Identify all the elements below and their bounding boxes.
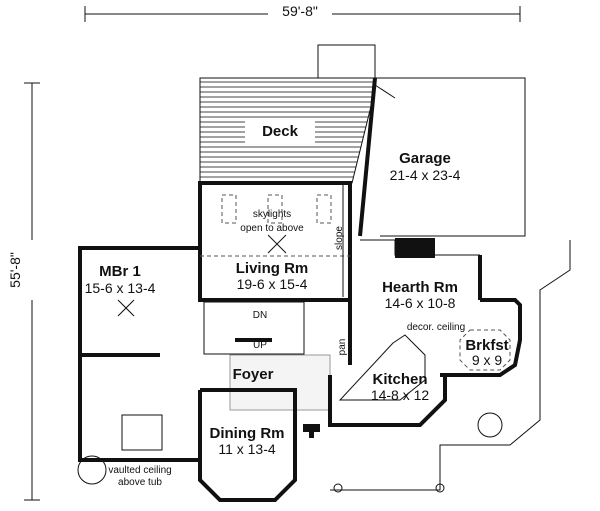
kitchen-island xyxy=(338,334,426,401)
kitchen-label: Kitchen xyxy=(372,371,427,388)
porch-post xyxy=(333,483,343,493)
dining-room: Dining Rm 11 x 13-4 xyxy=(198,388,297,502)
hearth-size: 14-6 x 10-8 xyxy=(385,295,456,311)
master-size: 15-6 x 13-4 xyxy=(85,280,156,296)
living-label: Living Rm xyxy=(236,260,309,277)
vaulted-note-1: vaulted ceiling xyxy=(108,465,171,476)
skylights-note: skylights xyxy=(253,209,291,220)
depth-dimension: 55'-8" xyxy=(7,82,40,501)
garage: Garage 21-4 x 23-4 xyxy=(317,44,526,237)
vaulted-note-2: above tub xyxy=(118,477,162,488)
depth-label: 55'-8" xyxy=(7,252,23,288)
hearth-room: Hearth Rm 14-6 x 10-8 xyxy=(360,238,482,311)
tub xyxy=(121,414,163,451)
living-room: skylights open to above slope Living Rm … xyxy=(198,181,352,302)
kitchen-size: 14-8 x 12 xyxy=(371,387,430,403)
garage-label: Garage xyxy=(399,150,451,167)
decor-ceiling-note: decor. ceiling xyxy=(407,322,465,333)
breakfast-nook: decor. ceiling Brkfst 9 x 9 xyxy=(407,298,522,377)
breakfast-size: 9 x 9 xyxy=(472,352,503,368)
breakfast-label: Brkfst xyxy=(465,337,508,354)
skylight xyxy=(267,194,283,224)
master-label: MBr 1 xyxy=(99,263,141,280)
slope-note: slope xyxy=(334,226,345,250)
deck: Deck xyxy=(199,77,376,184)
stairs: DN UP xyxy=(203,301,305,355)
dining-label: Dining Rm xyxy=(210,425,285,442)
open-above-note: open to above xyxy=(240,223,304,234)
tree-icon xyxy=(77,455,107,485)
ceiling-fan-icon xyxy=(267,234,287,254)
living-size: 19-6 x 15-4 xyxy=(237,276,308,292)
dining-size: 11 x 13-4 xyxy=(218,441,276,457)
width-dimension: 59'-8" xyxy=(84,3,521,22)
skylight xyxy=(221,194,237,224)
down-label: DN xyxy=(253,310,267,321)
entry-arrow-icon xyxy=(303,424,320,438)
master-bedroom: MBr 1 15-6 x 13-4 vaulted ceiling above … xyxy=(77,246,200,488)
foyer: Foyer xyxy=(229,354,331,438)
skylight xyxy=(316,194,332,224)
garage-size: 21-4 x 23-4 xyxy=(390,167,461,183)
fireplace-icon xyxy=(395,238,435,258)
foyer-label: Foyer xyxy=(233,366,274,383)
porch-post xyxy=(435,483,445,493)
pantry-label: pan xyxy=(337,339,348,356)
kitchen: Kitchen 14-8 x 12 xyxy=(328,334,447,427)
pantry: pan xyxy=(310,298,352,365)
deck-label: Deck xyxy=(262,123,299,140)
ceiling-fan-icon xyxy=(117,299,135,317)
tree-icon xyxy=(477,412,503,438)
porch xyxy=(330,240,571,493)
width-label: 59'-8" xyxy=(282,3,318,19)
up-label: UP xyxy=(253,340,267,351)
hearth-label: Hearth Rm xyxy=(382,279,458,296)
